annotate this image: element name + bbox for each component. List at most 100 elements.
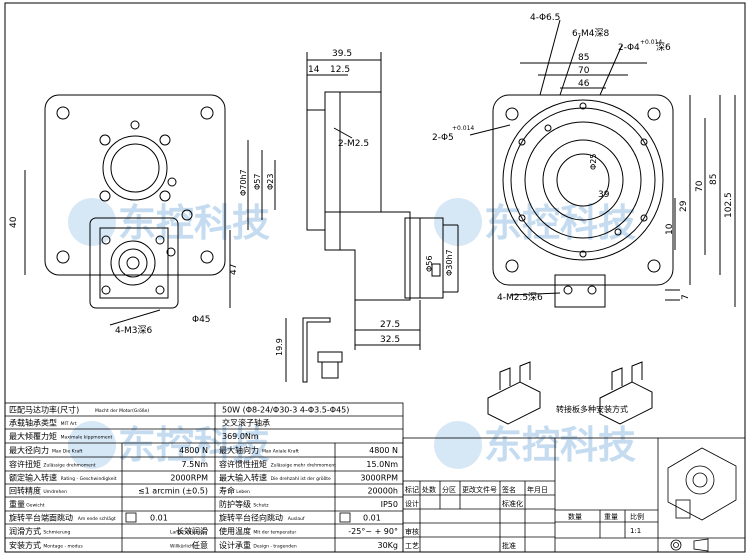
dim-39-5: 39.5 <box>332 49 352 59</box>
spec-label-de: Am ende schlägt <box>78 516 116 522</box>
dim-4-phi6-5: 4-Φ6.5 <box>530 13 560 23</box>
spec-value2: 4800 N <box>369 446 398 455</box>
spec-label: 旋转平台端面跳动 <box>9 513 73 523</box>
spec-rows: 匹配马达功率(尺寸)Macht der Motor(Größe)50W (Φ8-… <box>9 405 398 551</box>
spec-label2-de: Schutz <box>253 503 269 509</box>
spec-value: 369.0Nm <box>222 432 259 441</box>
dim-10: 10 <box>665 223 675 235</box>
spec-label-de: Schmierung <box>43 530 70 536</box>
spec-label2-de: Mit der temperatur <box>253 530 296 536</box>
spec-value: 0.01 <box>150 514 168 523</box>
spec-label2-de: Auslauf <box>288 516 305 522</box>
watermark-logo-icon <box>68 421 116 469</box>
dim-39: 39 <box>598 190 610 200</box>
dim-27-5: 27.5 <box>380 320 400 330</box>
spec-label: 容许扭矩 <box>9 459 41 469</box>
watermark-logo-icon <box>434 421 482 469</box>
title-approve: 批准 <box>502 541 516 550</box>
dim-deep6: 深6 <box>656 42 671 53</box>
spec-label-de: Max Die Kraft <box>52 449 83 455</box>
dim-phi45: Φ45 <box>192 315 211 325</box>
spec-label: 回转精度 <box>9 486 41 496</box>
title-weight: 重量 <box>604 513 618 521</box>
spec-value: 交叉滚子轴承 <box>222 418 270 428</box>
dim-phi70h7: Φ70h7 <box>239 169 248 196</box>
tol-plus-0014: +0.014 <box>640 39 662 46</box>
watermark: 东控科技 东控科技 东控科技 东控科技 <box>68 198 636 469</box>
title-design: 设计 <box>405 499 419 508</box>
title-qty: 数量 <box>568 512 582 521</box>
spec-label-de: Maximale kippmoment <box>61 435 113 441</box>
title-col-header: 处数 <box>422 485 436 494</box>
title-col-header: 分区 <box>442 485 456 494</box>
dim-12-5: 12.5 <box>330 65 350 75</box>
mount-note: 转接板多种安装方式 <box>556 404 628 414</box>
title-process: 工艺 <box>405 542 419 550</box>
watermark-text: 东控科技 <box>484 201 636 245</box>
spec-label: 重量 <box>9 499 25 509</box>
spec-value: 50W (Φ8-24/Φ30-3 4-Φ3.5-Φ45) <box>222 406 349 415</box>
spec-value: 2000RPM <box>170 474 208 483</box>
spec-label2-de: Zulässige mehr drehmoment <box>271 463 337 469</box>
spec-value: ≤1 arcmin (±0.5) <box>138 487 208 496</box>
dim-phi25: Φ25 <box>589 154 598 170</box>
dim-7: 7 <box>681 294 691 300</box>
right-view <box>469 19 736 308</box>
spec-label-de: Montage - modus <box>43 544 83 550</box>
spec-value: 长效润滑 <box>176 526 208 536</box>
spec-label2: 寿命 <box>219 486 235 496</box>
dim-85: 85 <box>578 53 589 63</box>
spec-label-de: MIT Art <box>61 421 77 427</box>
watermark-text: 东控科技 <box>118 423 270 467</box>
title-block-text: 标记处数分区更改文件号签名年月日设计标准化审核工艺批准数量重量比例1:1 <box>405 485 644 550</box>
watermark-text: 东控科技 <box>118 201 270 245</box>
spec-value2: 0.01 <box>363 514 381 523</box>
spec-label-de: Macht der Motor(Größe) <box>95 408 149 414</box>
dim-2-m2-5: 2-M2.5 <box>338 139 369 149</box>
title-col-header: 签名 <box>502 485 516 494</box>
spec-label2-de: Design - tragenden <box>253 544 296 550</box>
spec-value2: IP50 <box>381 500 398 509</box>
spec-label-de: Gewicht <box>26 503 45 509</box>
spec-value: 7.5Nm <box>182 460 209 469</box>
dim-4-m2-5: 4-M2.5深6 <box>497 292 543 303</box>
dim-70v: 70 <box>695 180 705 192</box>
dim-phi56: Φ56 <box>425 256 434 272</box>
title-scale-value: 1:1 <box>630 527 641 535</box>
middle-view <box>247 52 459 383</box>
tol-plus-0014-b: +0.014 <box>452 125 474 132</box>
watermark-logo-icon <box>68 198 116 246</box>
spec-label2: 容许惯性扭矩 <box>219 459 267 469</box>
dim-phi57: Φ57 <box>253 174 262 190</box>
product-thumbnail <box>667 447 737 521</box>
dim-19-9: 19.9 <box>275 338 284 356</box>
spec-label: 安装方式 <box>9 540 41 550</box>
spec-label2: 设计承重 <box>219 540 251 550</box>
dim-40: 40 <box>9 216 19 228</box>
projection-symbol-icon <box>670 538 709 552</box>
spec-label2: 旋转平台径向跳动 <box>219 513 283 523</box>
spec-label2: 使用温度 <box>219 526 251 536</box>
dim-2-phi4: 2-Φ4 <box>618 43 640 53</box>
spec-label: 润滑方式 <box>9 526 41 536</box>
spec-value-de: Lange wirkung <box>170 530 203 536</box>
spec-label: 最大径向力 <box>9 445 49 455</box>
left-view <box>24 94 231 326</box>
title-std: 标准化 <box>502 499 523 508</box>
title-block <box>402 437 746 553</box>
spec-label-de: Rating - Geschwindigkeit <box>61 476 117 482</box>
title-col-header: 更改文件号 <box>462 485 497 494</box>
dim-85v: 85 <box>709 174 719 185</box>
watermark-logo-icon <box>434 198 482 246</box>
dim-29: 29 <box>679 200 689 212</box>
spec-label2-de: Leben <box>236 489 250 495</box>
spec-label2: 最大轴向力 <box>219 445 259 455</box>
spec-value: 任意 <box>192 540 208 550</box>
bracket-sketch <box>487 361 653 425</box>
spec-value2: 20000h <box>367 487 398 496</box>
title-check: 审核 <box>405 527 419 536</box>
spec-value2: 30Kg <box>377 541 398 550</box>
spec-value-de: Willkürliche <box>170 544 196 550</box>
dim-46: 46 <box>578 79 590 89</box>
